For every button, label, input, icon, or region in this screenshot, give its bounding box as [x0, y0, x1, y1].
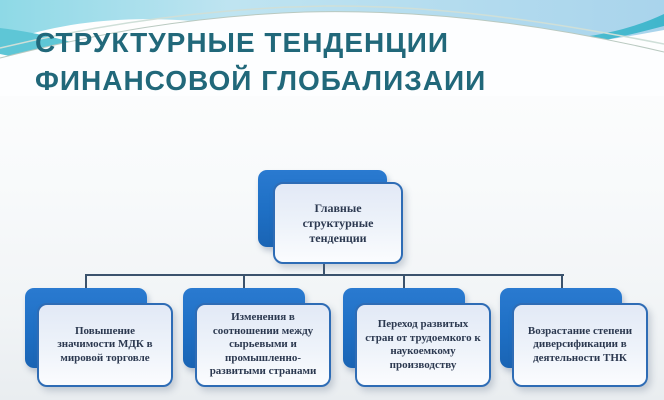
connector-drop-3	[403, 274, 405, 290]
child-node-2: Изменения в соотношении между сырьевыми …	[183, 288, 333, 388]
connector-drop-1	[85, 274, 87, 290]
root-node-label: Главные структурные тенденции	[273, 182, 403, 264]
connector-drop-4	[561, 274, 563, 290]
connector-drop-2	[243, 274, 245, 290]
slide-title-line-2: ФИНАНСОВОЙ ГЛОБАЛИЗАИИ	[35, 65, 487, 96]
child-node-1-label: Повышение значимости МДК в мировой торго…	[37, 303, 173, 387]
child-node-1: Повышение значимости МДК в мировой торго…	[25, 288, 175, 388]
child-node-2-label: Изменения в соотношении между сырьевыми …	[195, 303, 331, 387]
child-node-3-label: Переход развитых стран от трудоемкого к …	[355, 303, 491, 387]
child-node-4: Возрастание степени диверсификации в дея…	[500, 288, 650, 388]
child-node-4-label: Возрастание степени диверсификации в дея…	[512, 303, 648, 387]
slide-title-line-1: СТРУКТУРНЫЕ ТЕНДЕНЦИИ	[35, 27, 449, 58]
child-node-3: Переход развитых стран от трудоемкого к …	[343, 288, 493, 388]
root-node: Главные структурные тенденции	[258, 170, 404, 265]
connector-root-stem	[323, 263, 325, 275]
slide-title: СТРУКТУРНЫЕ ТЕНДЕНЦИИ ФИНАНСОВОЙ ГЛОБАЛИ…	[35, 24, 635, 100]
connector-horizontal	[86, 274, 564, 276]
